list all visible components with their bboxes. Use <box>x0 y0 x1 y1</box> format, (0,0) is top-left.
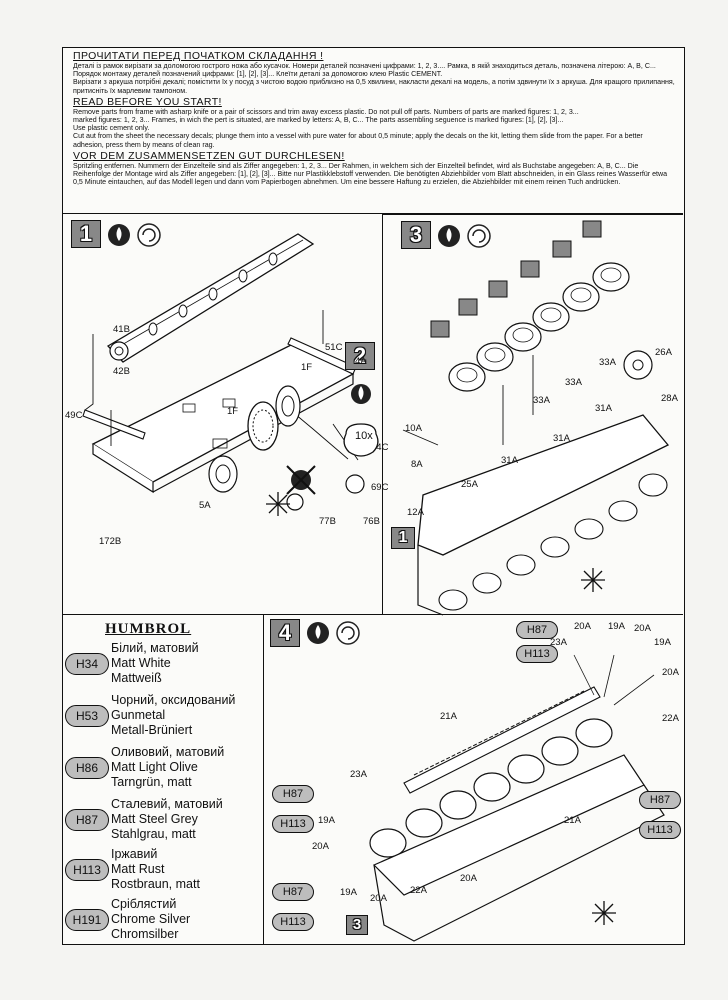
part-label: 12A <box>407 507 424 518</box>
step-4-diagram <box>307 621 665 942</box>
de-text: Spritzling entfernen. Nummern der Einzel… <box>73 161 668 187</box>
part-label: 1F <box>301 362 313 373</box>
paint-name: Білий, матовий Matt White Mattweiß <box>111 641 199 685</box>
part-label: 28A <box>661 393 678 404</box>
instruction-sheet: ПРОЧИТАТИ ПЕРЕД ПОЧАТКОМ СКЛАДАННЯ ! Дет… <box>62 47 685 945</box>
part-label: 20A <box>574 621 591 632</box>
part-label: 51C <box>325 342 343 353</box>
paint-name: Оливовий, матовий Matt Light Olive Tarng… <box>111 745 225 789</box>
part-label: 10A <box>405 423 422 434</box>
part-label: 22A <box>662 713 679 724</box>
paint-code: H191 <box>65 909 109 931</box>
part-label: 22A <box>410 885 427 896</box>
paint-ref-oval: H87 <box>639 791 681 809</box>
en-heading: READ BEFORE YOU START! <box>73 95 222 108</box>
paint-ref-oval: H87 <box>272 883 314 901</box>
paint-name: Сталевий, матовий Matt Steel Grey Stahlg… <box>111 797 223 841</box>
cement-icon <box>336 621 360 645</box>
part-label: 25A <box>461 479 478 490</box>
part-label: 31A <box>595 403 612 414</box>
part-label: 4A <box>355 356 367 367</box>
assembly-star-icon <box>581 568 605 592</box>
quantity-label: 10x <box>355 430 373 442</box>
part-label: 20A <box>460 873 477 884</box>
paint-row: H53 Чорний, оксидований Gunmetal Metall-… <box>65 693 261 741</box>
step-2-panel: 2 10x 4A 1F 1F 5A <box>199 334 383 614</box>
part-label: 23A <box>350 769 367 780</box>
cement-icon <box>137 223 161 247</box>
part-label: 64C <box>371 442 389 453</box>
paint-ref-oval: H113 <box>516 645 558 663</box>
paint-row: H34 Білий, матовий Matt White Mattweiß <box>65 641 261 689</box>
part-label: 172B <box>99 536 122 547</box>
part-label: 19A <box>654 637 671 648</box>
part-label: 33A <box>533 395 550 406</box>
assembly-star-icon <box>592 901 616 925</box>
part-label: 20A <box>312 841 329 852</box>
paint-row: H191 Сріблястий Chrome Silver Chromsilbe… <box>65 897 261 945</box>
paint-name: Іржавий Matt Rust Rostbraun, matt <box>111 847 200 891</box>
instructions-block: ПРОЧИТАТИ ПЕРЕД ПОЧАТКОМ СКЛАДАННЯ ! Дет… <box>63 48 683 214</box>
part-label: 20A <box>634 623 651 634</box>
paint-ref-oval: H113 <box>639 821 681 839</box>
humbrol-paint-table: HUMBROL H34 Білий, матовий Matt White Ma… <box>63 614 263 944</box>
part-label: 19A <box>340 887 357 898</box>
part-label: 42B <box>113 366 130 377</box>
paint-code: H34 <box>65 653 109 675</box>
part-label: 69C <box>371 482 389 493</box>
paint-code: H113 <box>65 859 109 881</box>
paint-name: Сріблястий Chrome Silver Chromsilber <box>111 897 191 941</box>
paint-code: H53 <box>65 705 109 727</box>
step-ref-box: 3 <box>346 915 368 935</box>
part-label: 8A <box>411 459 423 470</box>
step-3-diagram <box>402 220 670 616</box>
part-label: 76B <box>363 516 380 527</box>
paint-code: H87 <box>65 809 109 831</box>
ua-heading: ПРОЧИТАТИ ПЕРЕД ПОЧАТКОМ СКЛАДАННЯ ! <box>73 50 324 62</box>
paint-code: H86 <box>65 757 109 779</box>
assembly-star-icon <box>266 492 290 516</box>
part-label: 21A <box>564 815 581 826</box>
part-label: 1F <box>227 406 239 417</box>
step-3-panel: 3 1 <box>383 214 683 616</box>
part-label: 19A <box>318 815 335 826</box>
step-4-panel: 4 3 <box>263 614 683 944</box>
step-2-diagram <box>208 384 379 495</box>
paint-ref-oval: H113 <box>272 913 314 931</box>
paint-row: H113 Іржавий Matt Rust Rostbraun, matt <box>65 847 261 895</box>
ua-text: Деталі із рамок вирізати за доломогою го… <box>73 62 675 95</box>
part-label: 23A <box>550 637 567 648</box>
part-label: 31A <box>501 455 518 466</box>
de-heading: VOR DEM ZUSAMMENSETZEN GUT DURCHLESEN! <box>73 149 345 162</box>
part-label: 26A <box>655 347 672 358</box>
part-label: 49C <box>65 410 83 421</box>
step-2-number: 2 <box>345 342 375 370</box>
paint-ref-oval: H87 <box>272 785 314 803</box>
paint-ref-oval: H87 <box>516 621 558 639</box>
part-label: 77B <box>319 516 336 527</box>
part-label: 21A <box>440 711 457 722</box>
step-4-number: 4 <box>270 619 300 647</box>
part-label: 31A <box>553 433 570 444</box>
step-1-panel: 1 <box>63 214 388 614</box>
part-label: 19A <box>608 621 625 632</box>
part-label: 33A <box>565 377 582 388</box>
part-label: 20A <box>370 893 387 904</box>
step-1-diagram <box>82 223 365 516</box>
part-label: 20A <box>662 667 679 678</box>
step-3-number: 3 <box>401 221 431 249</box>
paint-ref-oval: H113 <box>272 815 314 833</box>
step-ref-box: 1 <box>391 527 415 549</box>
step-1-number: 1 <box>71 220 101 248</box>
paint-name: Чорний, оксидований Gunmetal Metall-Brün… <box>111 693 236 737</box>
cement-icon <box>467 224 491 248</box>
part-label: 33A <box>599 357 616 368</box>
quantity-badge <box>343 423 379 457</box>
part-label: 5A <box>199 500 211 511</box>
paint-row: H87 Сталевий, матовий Matt Steel Grey St… <box>65 797 261 845</box>
humbrol-title: HUMBROL <box>105 621 192 637</box>
part-label: 41B <box>113 324 130 335</box>
paint-row: H86 Оливовий, матовий Matt Light Olive T… <box>65 745 261 793</box>
en-text: Remove parts from frame with asharp knif… <box>73 107 643 149</box>
